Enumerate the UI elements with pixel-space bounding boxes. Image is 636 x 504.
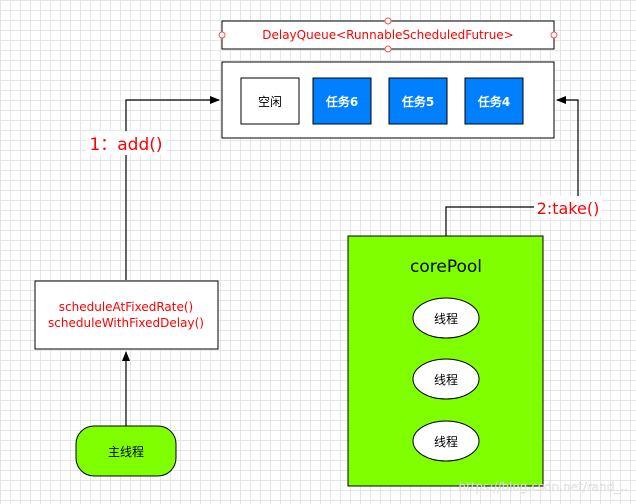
queue-slot-task-6: 任务6 (312, 77, 372, 125)
core-pool-title: corePool (410, 257, 482, 277)
schedule-methods-box: scheduleAtFixedRate() scheduleWithFixedD… (34, 280, 219, 350)
thread-label: 线程 (434, 372, 458, 387)
add-edge (125, 96, 220, 280)
thread-label: 线程 (434, 434, 458, 449)
schedule-with-fixed-delay-label: scheduleWithFixedDelay() (48, 316, 204, 330)
delay-queue-label-box: DelayQueue<RunnableScheduledFutrue> (218, 17, 558, 53)
take-label-bg (534, 196, 602, 218)
queue-slot-empty: 空闲 (240, 77, 300, 125)
core-pool-thread-1: 线程 (412, 297, 480, 339)
queue-slot-task-4: 任务4 (464, 77, 524, 125)
queue-slot-label: 任务6 (325, 94, 358, 109)
watermark: https://blog.csdn.net/rand_.. (459, 480, 629, 494)
delay-queue-label: DelayQueue<RunnableScheduledFutrue> (262, 28, 513, 42)
thread-label: 线程 (434, 311, 458, 326)
queue-slot-label: 任务5 (401, 94, 434, 109)
take-edge-label: 2:take() (537, 199, 600, 218)
queue-slot-label: 空闲 (258, 95, 282, 109)
core-pool-thread-3: 线程 (412, 420, 480, 462)
schedule-at-fixed-rate-label: scheduleAtFixedRate() (59, 300, 193, 314)
add-label-bg (86, 131, 166, 155)
main-thread-label: 主线程 (108, 444, 144, 459)
core-pool-thread-2: 线程 (412, 358, 480, 400)
queue-slot-task-5: 任务5 (388, 77, 448, 125)
main-thread-node: 主线程 (75, 425, 177, 477)
queue-slot-label: 任务4 (477, 94, 510, 109)
add-edge-label: 1：add() (89, 135, 162, 155)
